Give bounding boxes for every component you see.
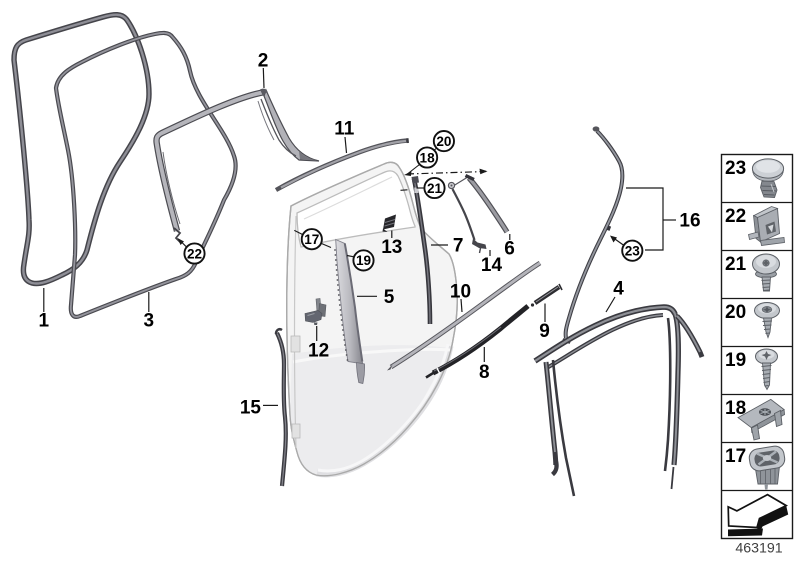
svg-text:7: 7 xyxy=(453,236,464,257)
svg-text:21: 21 xyxy=(725,254,747,275)
svg-text:23: 23 xyxy=(725,158,746,179)
svg-text:8: 8 xyxy=(479,362,490,383)
svg-text:4: 4 xyxy=(613,279,624,300)
svg-text:19: 19 xyxy=(725,350,746,371)
svg-text:18: 18 xyxy=(420,150,436,165)
svg-text:20: 20 xyxy=(725,302,746,323)
svg-text:11: 11 xyxy=(334,119,355,140)
svg-text:14: 14 xyxy=(481,255,503,276)
svg-text:23: 23 xyxy=(625,244,641,259)
svg-text:9: 9 xyxy=(539,321,550,342)
svg-text:2: 2 xyxy=(258,51,269,72)
svg-text:5: 5 xyxy=(384,287,395,308)
svg-text:6: 6 xyxy=(504,239,515,260)
svg-text:20: 20 xyxy=(436,134,451,149)
svg-text:3: 3 xyxy=(144,311,155,332)
svg-text:21: 21 xyxy=(427,181,443,196)
svg-text:22: 22 xyxy=(187,246,203,261)
svg-text:463191: 463191 xyxy=(735,541,782,557)
svg-text:16: 16 xyxy=(679,211,700,232)
svg-text:18: 18 xyxy=(725,398,746,419)
svg-text:13: 13 xyxy=(381,237,402,258)
svg-text:22: 22 xyxy=(725,206,746,227)
svg-text:19: 19 xyxy=(356,253,372,268)
svg-text:17: 17 xyxy=(304,232,319,247)
svg-text:1: 1 xyxy=(39,311,50,332)
svg-text:10: 10 xyxy=(450,282,471,303)
svg-text:15: 15 xyxy=(240,398,262,419)
svg-text:17: 17 xyxy=(725,446,746,467)
svg-text:12: 12 xyxy=(308,341,329,362)
